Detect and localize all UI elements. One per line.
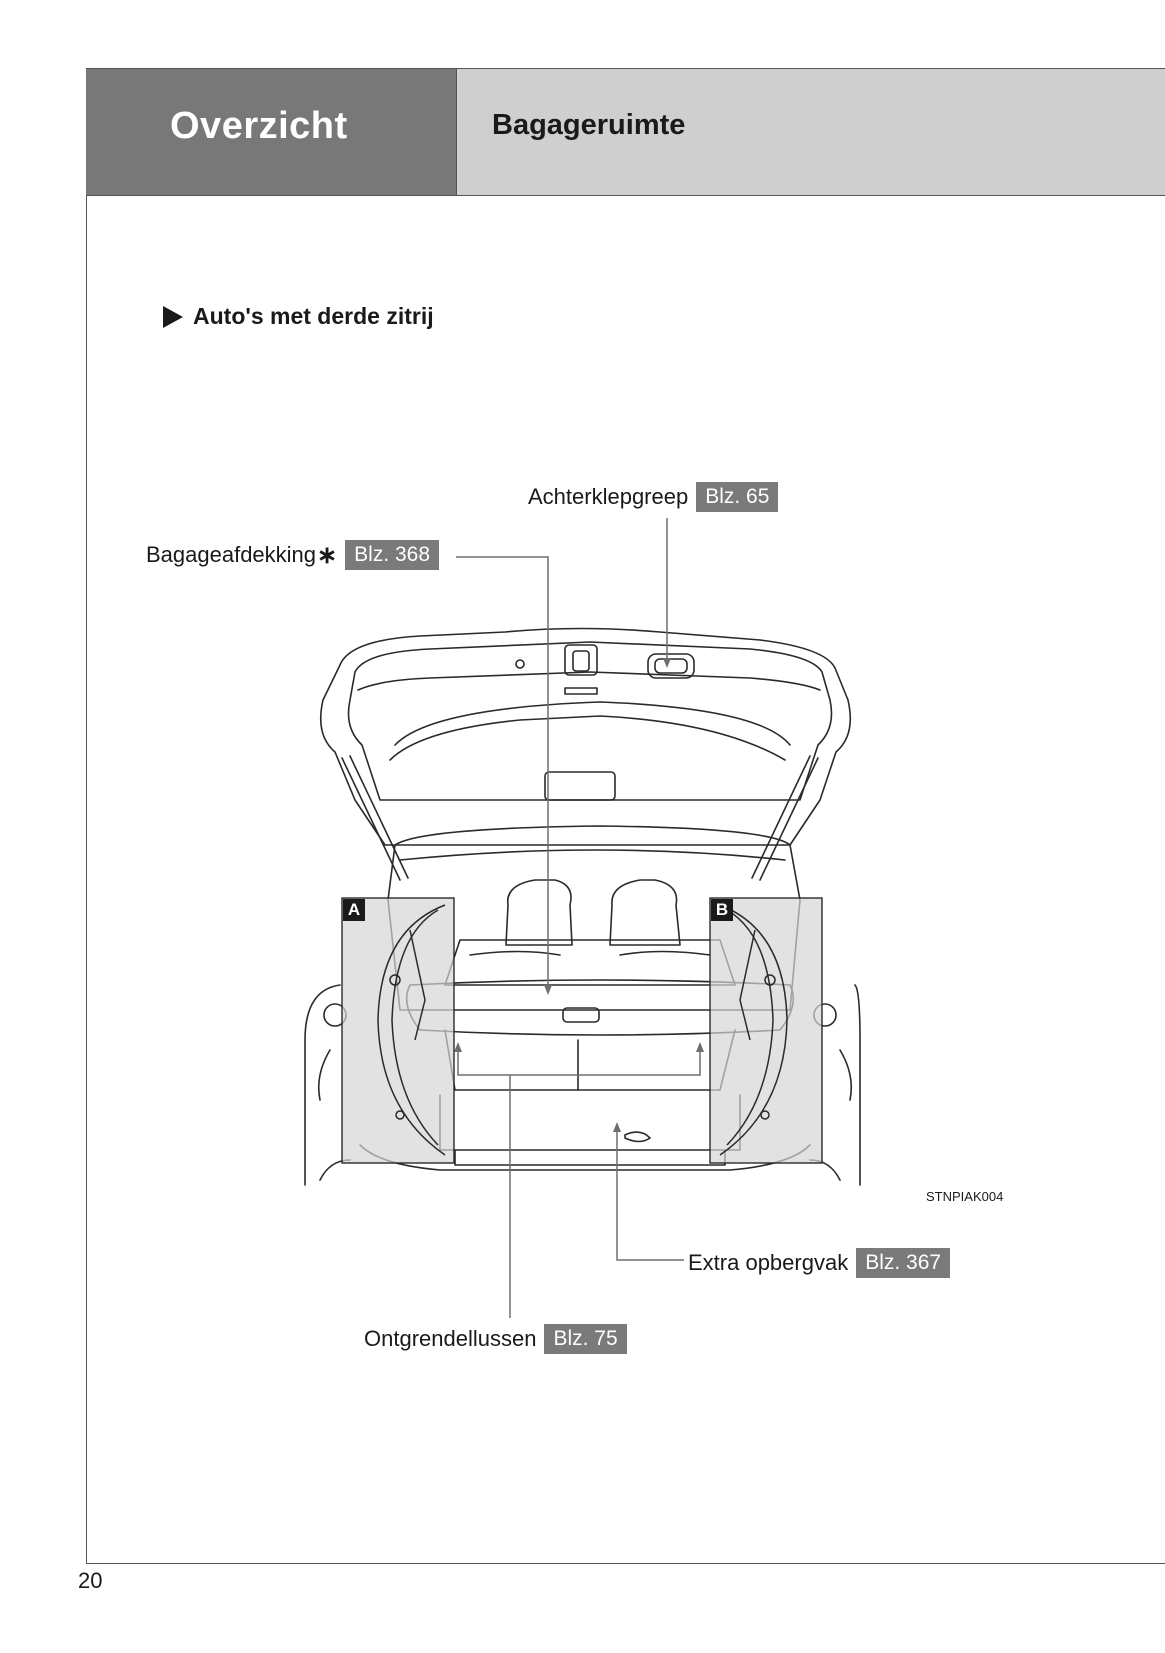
callout-release-straps: Ontgrendellussen Blz. 75: [364, 1324, 627, 1354]
header-section-tab: Overzicht: [86, 69, 456, 195]
body-left-side: [304, 984, 341, 1186]
page-number: 20: [78, 1568, 103, 1593]
tailgate-outer: [319, 627, 852, 846]
callout-tailgate-handle: Achterklepgreep Blz. 65: [528, 482, 779, 512]
asterisk-marker: ∗: [317, 541, 338, 569]
callout-extra-storage: Extra opbergvak Blz. 367: [688, 1248, 951, 1278]
callout-label: Achterklepgreep: [528, 484, 689, 509]
tailgate-latch: [564, 644, 598, 676]
tailgate-inner: [347, 641, 833, 801]
third-row-seats: [444, 939, 736, 986]
page-header: Overzicht Bagageruimte: [86, 68, 1165, 196]
leader-storage: [616, 1132, 684, 1261]
detail-label-a: A: [343, 899, 365, 921]
callout-label: Bagageafdekking: [146, 542, 317, 567]
illustration-code: STNPIAK004: [926, 1189, 1004, 1204]
detail-label-b: B: [711, 899, 733, 921]
rear-light-housing: [544, 771, 616, 801]
cargo-floor: [439, 1094, 741, 1151]
seat-headrest-right: [609, 879, 681, 946]
page-frame-left: [86, 68, 87, 1564]
floor-handle: [624, 1131, 651, 1143]
subsection-label: Auto's met derde zitrij: [193, 303, 434, 329]
callout-label: Extra opbergvak: [688, 1250, 849, 1275]
page-ref-badge: Blz. 367: [856, 1248, 951, 1278]
leader-straps-bracket: [457, 1052, 701, 1076]
section-title: Overzicht: [170, 105, 348, 147]
page-ref-badge: Blz. 75: [544, 1324, 627, 1354]
subsection-heading: Auto's met derde zitrij: [163, 303, 434, 330]
seat-headrest-left: [505, 879, 573, 946]
callout-tonneau-cover: Bagageafdekking ∗ Blz. 368: [146, 540, 440, 570]
cargo-floor-back: [444, 1029, 736, 1091]
page-title: Bagageruimte: [492, 109, 686, 141]
tailgate-handle: [647, 653, 695, 679]
leader-tonneau: [456, 556, 549, 985]
page-frame-bottom: [86, 1563, 1165, 1564]
tailgate-window-edge: [389, 715, 786, 761]
detail-panel-b: [709, 897, 823, 1164]
detail-panel-a: [341, 897, 455, 1164]
body-right-side: [854, 984, 861, 1186]
callout-label: Ontgrendellussen: [364, 1326, 537, 1351]
header-page-tab: Bagageruimte: [456, 69, 1165, 195]
page-ref-badge: Blz. 368: [345, 540, 440, 570]
cargo-opening: [387, 825, 801, 1011]
page-ref-badge: Blz. 65: [696, 482, 779, 512]
triangle-bullet-icon: [163, 305, 183, 328]
